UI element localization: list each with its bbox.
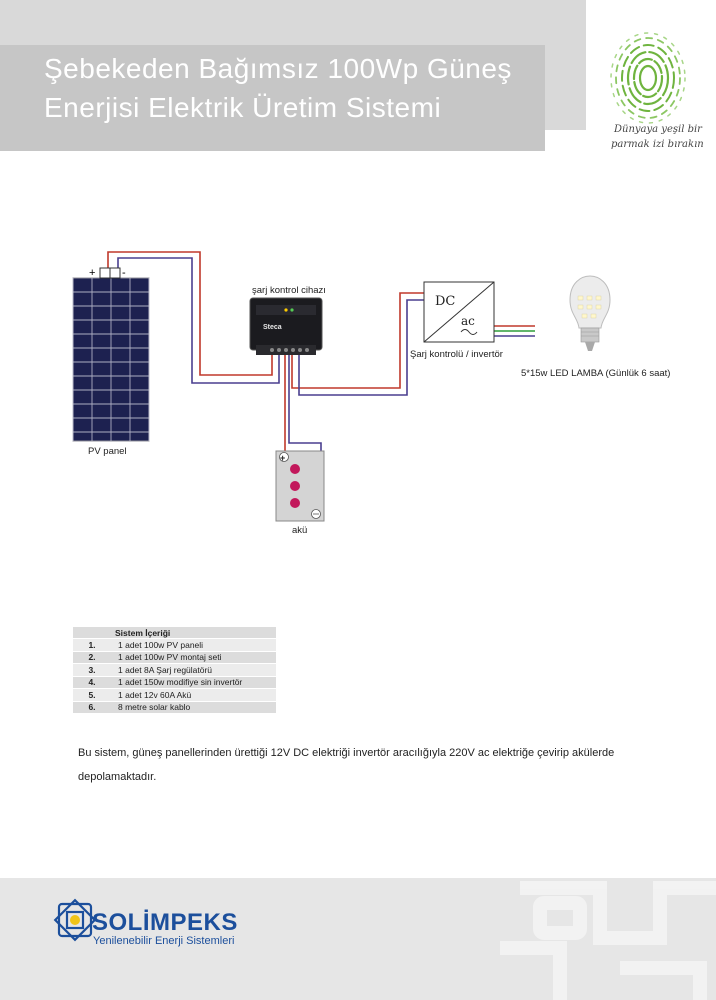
row-number: 5. <box>73 688 111 701</box>
row-number: 4. <box>73 675 111 689</box>
battery-plus-label: + <box>280 453 285 463</box>
title-box <box>0 45 545 151</box>
inverter <box>423 281 495 343</box>
table-header: Sistem İçeriği <box>73 627 276 639</box>
system-diagram: + - PV panel Steca şarj kontrol cihazı D… <box>72 251 670 536</box>
controller-brand-label: Steca <box>263 324 282 331</box>
pv-panel <box>72 267 150 442</box>
table-row: 5. 1 adet 12v 60A Akü <box>73 688 276 701</box>
fingerprint-logo-icon <box>610 32 686 124</box>
brand-name: SOLİMPEKS <box>92 909 238 936</box>
pv-panel-label: PV panel <box>88 446 127 457</box>
pv-plus-label: + <box>89 267 95 279</box>
page-title-line-2: Enerjisi Elektrik Üretim Sistemi <box>44 92 442 123</box>
row-number: 6. <box>73 700 111 713</box>
table-row: 4. 1 adet 150w modifiye sin invertör <box>73 675 276 689</box>
system-contents-table: Sistem İçeriği 1. 1 adet 100w PV paneli … <box>73 627 276 713</box>
page-title-line-1: Şebekeden Bağımsız 100Wp Güneş <box>44 53 512 84</box>
footer-pattern-icon <box>500 881 716 1000</box>
brand-tagline: Yenilenebilir Enerji Sistemleri <box>93 935 235 947</box>
led-lamp <box>569 275 611 351</box>
table-row: 1. 1 adet 100w PV paneli <box>73 638 276 651</box>
wire-pv-positive <box>107 251 273 376</box>
solimpeks-logo-icon <box>53 898 97 942</box>
table-row: 6. 8 metre solar kablo <box>73 700 276 713</box>
wire-controller-inverter-negative <box>298 299 424 396</box>
badge-text-line-1: Dünyaya yeşil bir <box>614 124 702 135</box>
controller-label: şarj kontrol cihazı <box>252 285 326 296</box>
row-description: 1 adet 150w modifiye sin invertör <box>111 675 276 689</box>
inverter-ac-label: ac <box>461 314 475 328</box>
inverter-dc-label: DC <box>435 294 455 309</box>
row-description: 1 adet 100w PV paneli <box>111 638 276 651</box>
battery <box>275 450 325 522</box>
row-description: 1 adet 100w PV montaj seti <box>111 650 276 664</box>
charge-controller <box>249 297 323 355</box>
battery-label: akü <box>292 525 307 536</box>
wire-controller-inverter-positive <box>291 292 424 389</box>
wire-pv-negative <box>117 257 280 384</box>
lamp-label: 5*15w LED LAMBA (Günlük 6 saat) <box>521 368 670 379</box>
table-row: 2. 1 adet 100w PV montaj seti <box>73 650 276 664</box>
row-number: 3. <box>73 663 111 676</box>
row-number: 2. <box>73 650 111 664</box>
inverter-label: Şarj kontrolü / invertör <box>410 349 503 360</box>
table-row: 3. 1 adet 8A Şarj regülatörü <box>73 663 276 676</box>
row-description: 8 metre solar kablo <box>111 700 276 713</box>
pv-minus-label: - <box>122 267 126 279</box>
row-number: 1. <box>73 638 111 651</box>
footer <box>0 878 716 1000</box>
system-description: Bu sistem, güneş panellerinden ürettiği … <box>78 747 615 783</box>
row-description: 1 adet 8A Şarj regülatörü <box>111 663 276 676</box>
row-description: 1 adet 12v 60A Akü <box>111 688 276 701</box>
badge-text-line-2: parmak izi bırakın <box>611 139 704 150</box>
